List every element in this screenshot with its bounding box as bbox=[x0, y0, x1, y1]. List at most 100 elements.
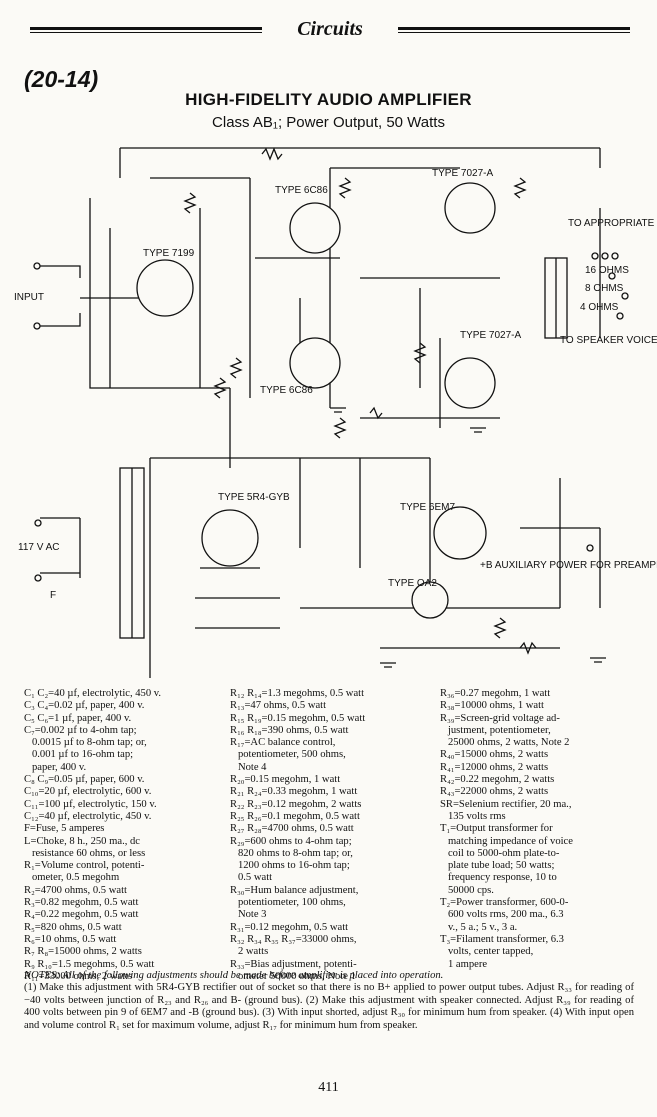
parts-list-line: R₄=0.22 megohm, 0.5 watt bbox=[24, 909, 139, 921]
parts-list-line: 0.5 watt bbox=[230, 872, 273, 884]
parts-list-line: 2 watts bbox=[230, 946, 269, 958]
parts-list-line: R₃₃=Bias adjustment, potenti- bbox=[230, 958, 357, 970]
parts-list-line: R₂₅ R₂₆=0.1 megohm, 0.5 watt bbox=[230, 810, 360, 822]
parts-list-line: R₃=0.82 megohm, 0.5 watt bbox=[24, 897, 139, 909]
ground-symbols bbox=[330, 407, 606, 668]
parts-list-line: volts, center tapped, bbox=[440, 946, 534, 958]
tube-5r4gyb-label: TYPE 5R4-GYB bbox=[218, 492, 290, 503]
parts-list-line: R₂₇ R₂₈=4700 ohms, 0.5 watt bbox=[230, 823, 354, 835]
schematic-diagram: INPUT TYPE 7199 TYPE 6C86 TYPE 6C86 TYPE… bbox=[14, 147, 657, 678]
tube-7199-label: TYPE 7199 bbox=[143, 248, 195, 259]
aux-power-output: +B AUXILIARY POWER FOR PREAMPLIFIER, TON… bbox=[480, 544, 657, 571]
tube-oa2: TYPE OA2 bbox=[388, 578, 449, 619]
page-title: HIGH-FIDELITY AUDIO AMPLIFIER bbox=[185, 90, 472, 109]
parts-list-line: R₄₃=22000 ohms, 2 watts bbox=[440, 786, 549, 798]
parts-list-line: 0.0015 µf to 8-ohm tap; or, bbox=[24, 737, 147, 749]
input-terminal: INPUT bbox=[14, 262, 44, 330]
parts-list-line: C₁ C₂=40 µf, electrolytic, 450 v. bbox=[24, 688, 162, 699]
parts-list-line: R₂=4700 ohms, 0.5 watt bbox=[24, 884, 127, 896]
parts-list-line: R₃₀=Hum balance adjustment, bbox=[230, 884, 359, 896]
parts-list-line: R₂₉=600 ohms to 4-ohm tap; bbox=[230, 835, 352, 847]
input-wire bbox=[40, 265, 140, 327]
resistors bbox=[183, 147, 537, 655]
parts-list-line: R₁₃=47 ohms, 0.5 watt bbox=[230, 700, 327, 712]
voice-coil-label: TO SPEAKER VOICE COIL bbox=[560, 335, 657, 346]
parts-list-line: R₃₂ R₃₄ R₃₅ R₃₇=33000 ohms, bbox=[230, 933, 357, 945]
parts-list-line: R₂₂ R₂₃=0.12 megohm, 2 watts bbox=[230, 798, 362, 810]
parts-list-line: R₁₆ R₁₈=390 ohms, 0.5 watt bbox=[230, 724, 349, 736]
tube-7027a-upper-label: TYPE 7027-A bbox=[432, 168, 493, 179]
parts-list-line: 135 volts rms bbox=[440, 810, 506, 822]
output-transformer bbox=[544, 257, 568, 339]
tube-7027a-lower-label: TYPE 7027-A bbox=[460, 330, 521, 341]
parts-list-line: C₁₂=40 µf, electrolytic, 450 v. bbox=[24, 810, 152, 822]
parts-list-line: SR=Selenium rectifier, 20 ma., bbox=[440, 798, 572, 810]
parts-list-line: justment, potentiometer, bbox=[440, 724, 551, 736]
parts-list-line: R₁₁=33000 ohms, 2 watts bbox=[24, 970, 133, 982]
parts-list-line: resistance 60 ohms, or less bbox=[24, 847, 146, 859]
parts-list-line: Note 3 bbox=[230, 909, 267, 921]
parts-list-line: R₁₇=AC balance control, bbox=[230, 737, 336, 749]
parts-list-line: C₅ C₆=1 µf, paper, 400 v. bbox=[24, 712, 132, 724]
tap-16-ohms: 16 OHMS bbox=[585, 265, 629, 276]
parts-list-line: T₃=Filament transformer, 6.3 bbox=[440, 933, 564, 945]
page-subtitle: Class AB₁; Power Output, 50 Watts bbox=[212, 114, 445, 131]
tube-7027a-lower: TYPE 7027-A bbox=[444, 330, 521, 409]
parts-list-line: R₄₀=15000 ohms, 2 watts bbox=[440, 749, 549, 761]
parts-list-line: matching impedance of voice bbox=[440, 835, 573, 847]
parts-list-line: v., 5 a.; 5 v., 3 a. bbox=[440, 921, 518, 933]
parts-list-line: 820 ohms to 8-ohm tap; or, bbox=[230, 847, 353, 859]
parts-list-line: 600 volts rms, 200 ma., 6.3 bbox=[440, 909, 564, 921]
parts-list-line: C₇=0.002 µf to 4-ohm tap; bbox=[24, 724, 137, 736]
fuse-label: F bbox=[50, 590, 56, 601]
parts-list-line: 0.001 µf to 16-ohm tap; bbox=[24, 749, 134, 761]
tube-6c86-upper-label: TYPE 6C86 bbox=[275, 185, 328, 196]
parts-list-line: paper, 400 v. bbox=[24, 761, 87, 773]
parts-list-line: L=Choke, 8 h., 250 ma., dc bbox=[24, 835, 141, 847]
parts-list-line: C₁₁=100 µf, electrolytic, 150 v. bbox=[24, 798, 157, 810]
aux-power-label: +B AUXILIARY POWER FOR PREAMPLIFIER, TON… bbox=[480, 560, 657, 571]
tube-6em7-label: TYPE 6EM7 bbox=[400, 502, 455, 513]
parts-list-line: C₁₀=20 µf, electrolytic, 600 v. bbox=[24, 786, 152, 798]
header-rule-left bbox=[30, 27, 262, 33]
parts-list-line: R₄₂=0.22 megohm, 2 watts bbox=[440, 774, 555, 786]
parts-list-line: potentiometer, 500 ohms, bbox=[230, 749, 346, 761]
notes-heading: NOTES: All of the following adjustments … bbox=[24, 970, 444, 981]
parts-list-line: R₇ R₈=15000 ohms, 2 watts bbox=[24, 946, 142, 958]
parts-list-line: T₂=Power transformer, 600-0- bbox=[440, 897, 569, 909]
parts-list-line: ometer, 0.5 megohm bbox=[24, 872, 120, 884]
parts-list-line: plate tube load; 50 watts; bbox=[440, 860, 555, 872]
parts-list-line: frequency response, 10 to bbox=[440, 872, 557, 884]
parts-list-line: 1200 ohms to 16-ohm tap; bbox=[230, 860, 350, 872]
tube-5r4gyb: TYPE 5R4-GYB bbox=[201, 492, 290, 567]
notes-body: (1) Make this adjustment with 5R4-GYB re… bbox=[24, 982, 634, 1031]
parts-list-line: potentiometer, 100 ohms, bbox=[230, 897, 346, 909]
notes-block: NOTES: All of the following adjustments … bbox=[24, 970, 634, 1032]
parts-list-line: 1 ampere bbox=[440, 958, 488, 970]
parts-list-line: R₆=10 ohms, 0.5 watt bbox=[24, 933, 117, 945]
tube-oa2-label: TYPE OA2 bbox=[388, 578, 437, 589]
tap-label: TO APPROPRIATE TAP bbox=[568, 218, 657, 229]
tube-7199: TYPE 7199 bbox=[136, 248, 195, 317]
header-section-title: Circuits bbox=[297, 18, 363, 40]
power-transformer bbox=[119, 467, 145, 639]
parts-list-line: F=Fuse, 5 amperes bbox=[24, 823, 105, 835]
parts-list-line: R₃₆=0.27 megohm, 1 watt bbox=[440, 688, 551, 699]
tap-8-ohms: 8 OHMS bbox=[585, 283, 624, 294]
ac-label: 117 V AC bbox=[18, 542, 60, 553]
parts-list-line: R₂₀=0.15 megohm, 1 watt bbox=[230, 774, 341, 786]
parts-list-line: R₉ R₁₀=1.5 megohms, 0.5 watt bbox=[24, 958, 155, 970]
header-rule-right bbox=[398, 27, 630, 33]
parts-list-line: R₄₁=12000 ohms, 2 watts bbox=[440, 761, 549, 773]
parts-list-line: R₃₈=10000 ohms, 1 watt bbox=[440, 700, 544, 712]
tube-7027a-upper: TYPE 7027-A bbox=[432, 168, 496, 234]
tap-4-ohms: 4 OHMS bbox=[580, 302, 619, 313]
input-label: INPUT bbox=[14, 292, 44, 303]
parts-list-line: R₁₅ R₁₉=0.15 megohm, 0.5 watt bbox=[230, 712, 366, 724]
parts-list-line: R₃₁=0.12 megohm, 0.5 watt bbox=[230, 921, 349, 933]
section-number: (20-14) bbox=[24, 66, 99, 92]
ac-input: 117 V AC F bbox=[18, 519, 60, 601]
running-header: Circuits bbox=[30, 18, 630, 42]
tube-6c86-upper: TYPE 6C86 bbox=[275, 185, 341, 254]
